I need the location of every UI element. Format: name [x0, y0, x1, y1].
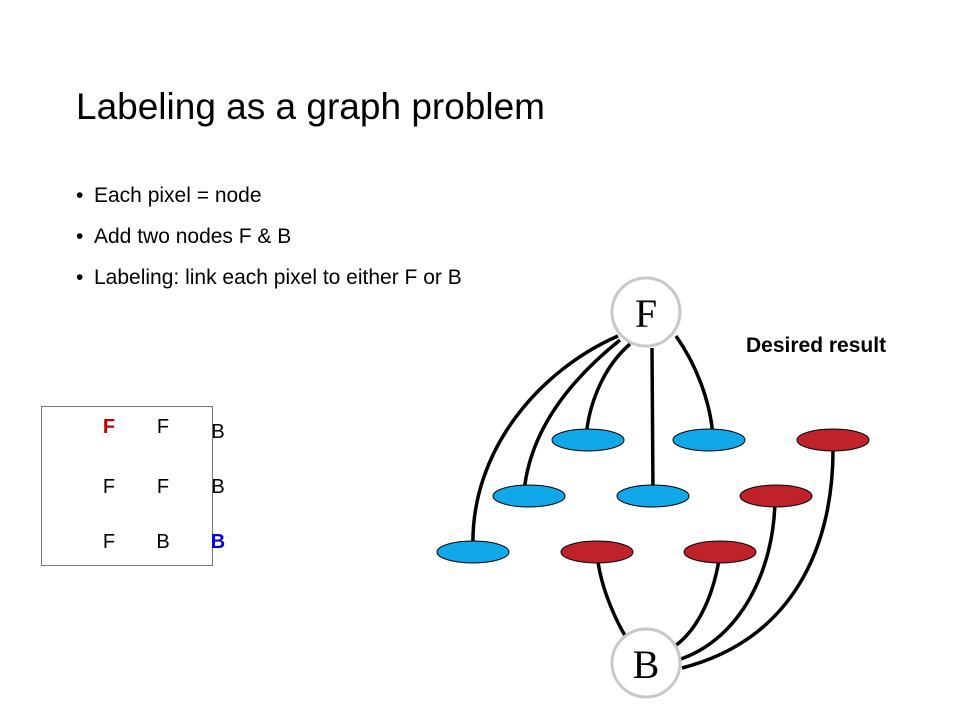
grid-cell-r1c1: F	[102, 416, 116, 438]
bullet-text: Labeling: link each pixel to either F or…	[94, 266, 462, 289]
edge-f-pixel-r1c1	[584, 342, 632, 439]
pixel-node-r2c3	[739, 484, 813, 508]
desired-result-label: Desired result	[746, 334, 887, 357]
terminal-node-f: F	[610, 276, 682, 348]
pixel-node-r3c2	[560, 540, 634, 564]
pixel-node-r3c1	[436, 540, 510, 564]
pixel-node-r1c2	[672, 428, 746, 452]
terminal-f-circle	[610, 276, 682, 348]
grid-cell-r3c1: F	[102, 531, 116, 553]
pixel-node-r2c2	[616, 484, 690, 508]
edge-b-pixel-r3c2	[595, 552, 634, 648]
edges-to-f	[471, 334, 715, 549]
pixel-node-r2c1	[492, 484, 566, 508]
bullet-text: Each pixel = node	[94, 184, 262, 207]
terminal-f-label: F	[635, 291, 657, 336]
edge-b-pixel-r3c3	[671, 552, 722, 650]
terminal-b-label: B	[633, 642, 660, 687]
edge-f-pixel-r1c2	[674, 334, 715, 441]
grid-cell-r2c1: F	[102, 476, 116, 498]
terminal-node-b: B	[610, 627, 682, 699]
grid-cell-r1c2: F	[156, 416, 170, 438]
bullet-dot-icon: •	[76, 225, 84, 248]
bullet-list: •Each pixel = node •Add two nodes F & B …	[76, 180, 462, 303]
bullet-text: Add two nodes F & B	[94, 225, 292, 248]
bullet-item: • Add two nodes F & B	[76, 221, 462, 262]
bullet-item: • Labeling: link each pixel to either F o…	[76, 262, 462, 303]
pixel-node-r1c1	[551, 428, 625, 452]
pixel-nodes	[436, 428, 870, 564]
edge-f-pixel-r2c1	[522, 338, 622, 493]
pixel-node-r3c3	[683, 540, 757, 564]
bullet-dot-icon: •	[76, 184, 84, 207]
label-grid: F F B F F B F B B	[41, 406, 225, 566]
pixel-node-r1c3	[796, 428, 870, 452]
slide-title: Labeling as a graph problem	[76, 86, 545, 127]
edge-f-pixel-r2c2	[650, 347, 655, 495]
edge-b-pixel-r2c3	[677, 496, 777, 662]
grid-cell-r1c3: B	[211, 421, 225, 443]
bullet-item: • Each pixel = node	[76, 180, 462, 221]
grid-cell-r2c2: F	[156, 476, 170, 498]
bullet-dot-icon: •	[76, 266, 84, 289]
grid-cell-r2c3: B	[211, 476, 225, 498]
grid-cell-r3c2: B	[156, 531, 170, 553]
terminal-b-circle	[610, 627, 682, 699]
edge-b-pixel-r1c3	[681, 441, 835, 670]
grid-cell-r3c3: B	[210, 531, 226, 553]
edge-f-pixel-r3c1	[471, 334, 619, 549]
